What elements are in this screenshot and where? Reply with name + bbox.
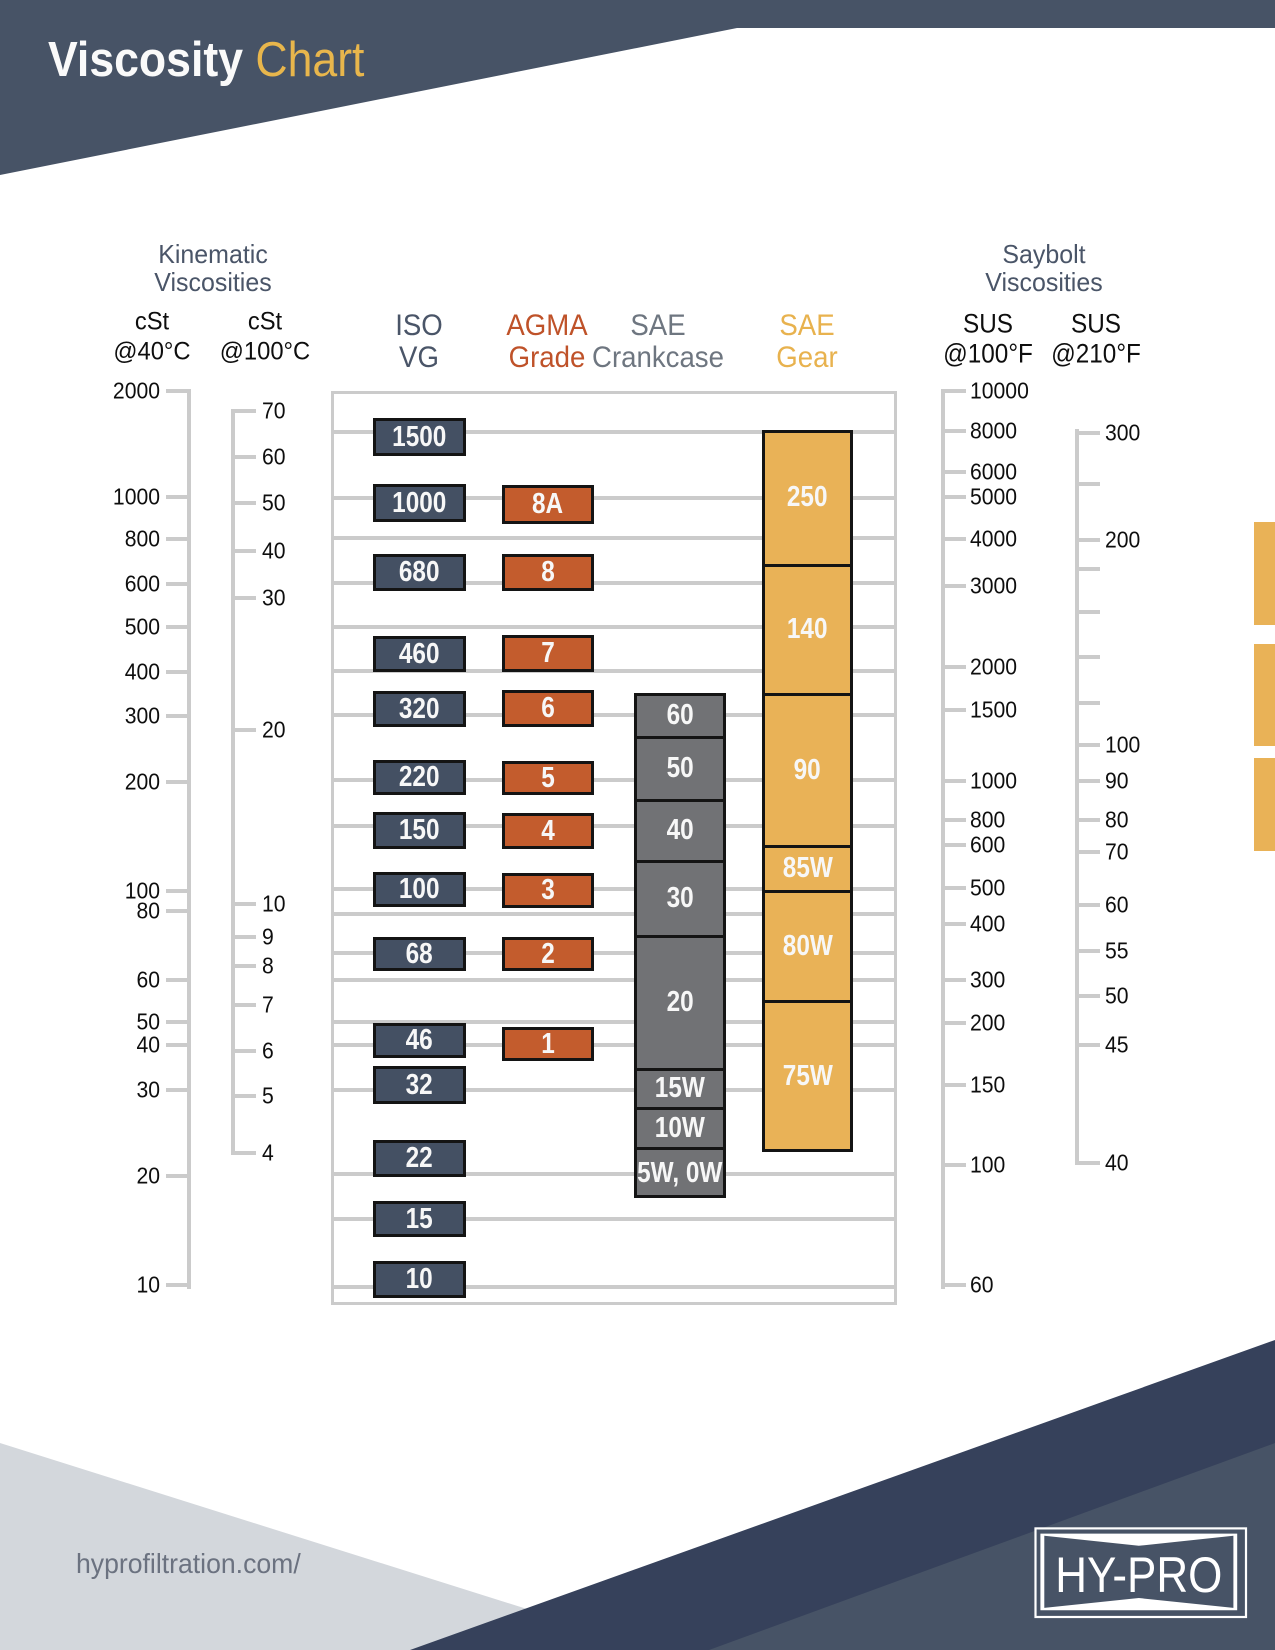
svg-text:HY-PRO: HY-PRO xyxy=(1055,1547,1222,1603)
